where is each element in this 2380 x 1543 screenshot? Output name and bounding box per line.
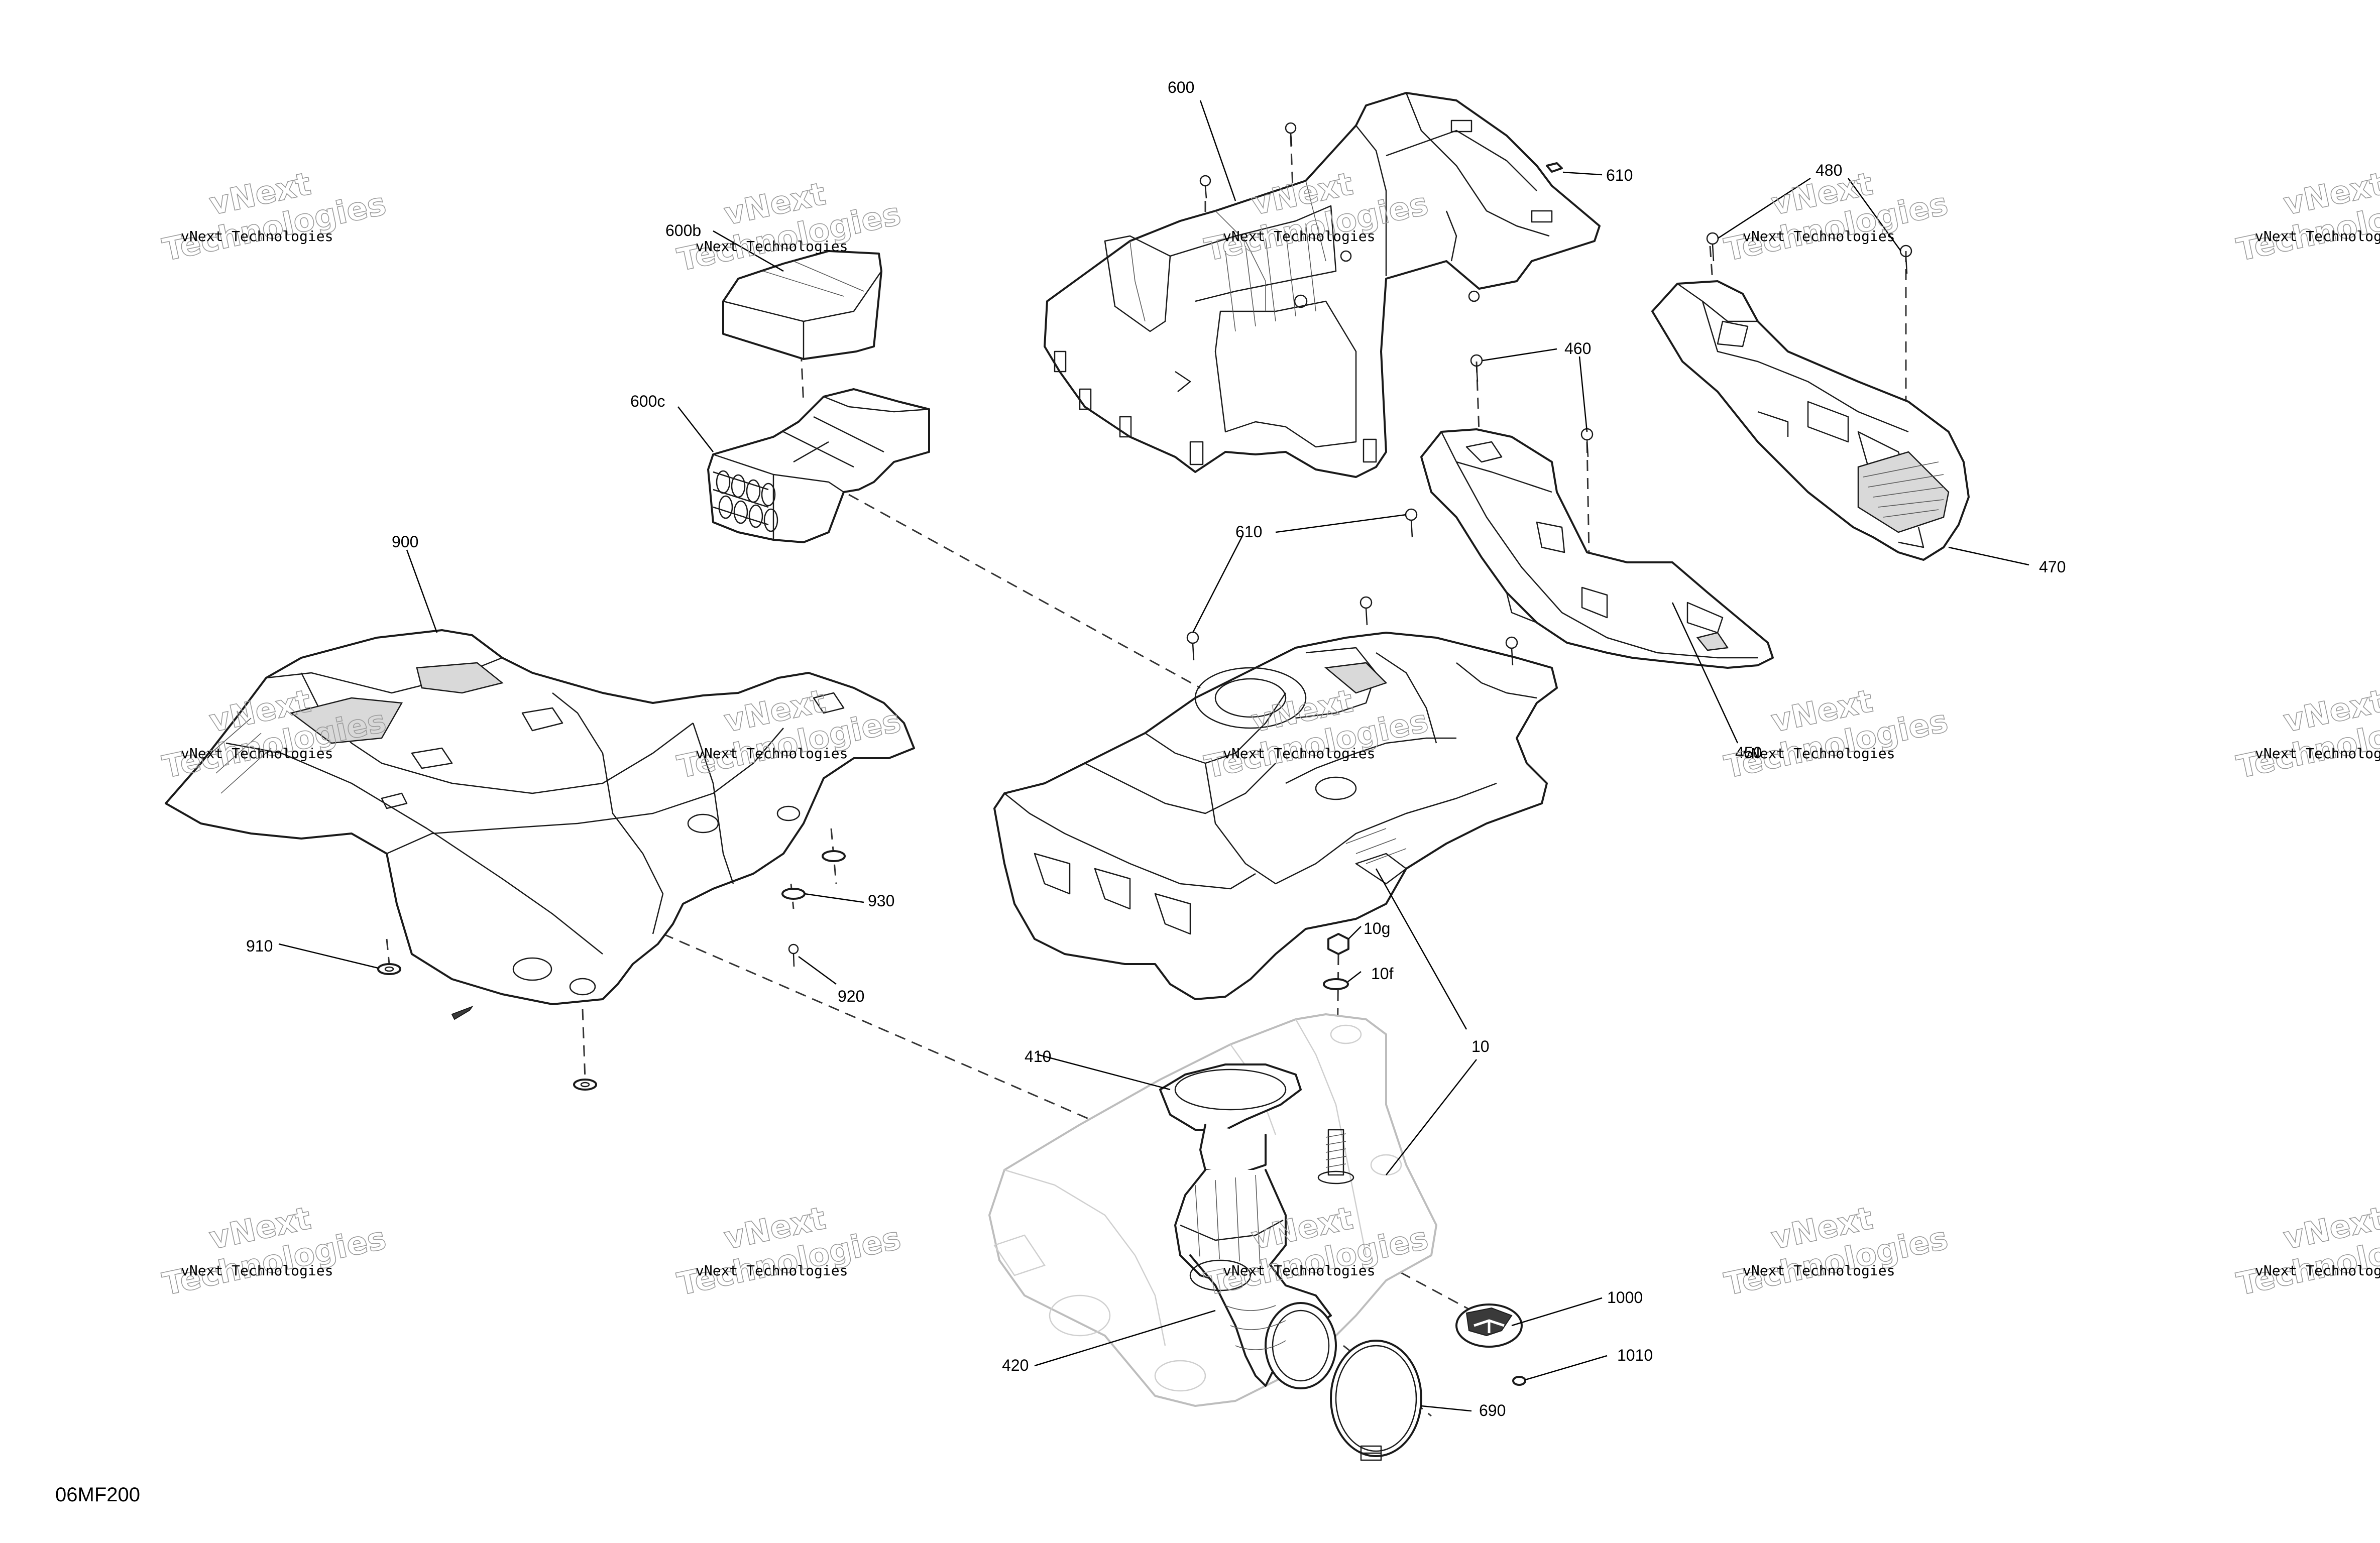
- watermark-1: vNext Technologies vNext Technologies: [159, 165, 390, 269]
- screw-920: [788, 943, 799, 967]
- callout-910: 910: [246, 937, 273, 955]
- screw-610-d: [1505, 636, 1518, 666]
- callout-labels: 600 610 480 600b 600c 460 470 900 610 45…: [246, 78, 2066, 1419]
- callout-600: 600: [1168, 78, 1194, 96]
- screw-610-top-1: [1546, 162, 1563, 173]
- washer-10f: [1323, 978, 1349, 990]
- svg-text:vNext Technologies: vNext Technologies: [181, 228, 333, 245]
- part-900-lower-cover: [165, 629, 915, 1020]
- callout-690: 690: [1479, 1401, 1506, 1419]
- svg-text:vNext Technologies: vNext Technologies: [696, 238, 848, 255]
- svg-text:vNext Technologies: vNext Technologies: [1743, 1262, 1895, 1279]
- callout-470: 470: [2039, 558, 2066, 576]
- screw-610-b: [1186, 631, 1199, 661]
- part-1000-drain-cap: [1455, 1303, 1523, 1348]
- part-600c-filter-frame: [707, 388, 930, 543]
- svg-text:vNext Technologies: vNext Technologies: [2255, 1262, 2380, 1279]
- part-690-clamp: [1330, 1340, 1422, 1461]
- screw-480-a: [1706, 232, 1719, 262]
- screw-610-c: [1359, 596, 1373, 626]
- nut-1010: [1512, 1376, 1526, 1386]
- part-470-side-panel-right: [1651, 280, 1970, 561]
- callout-410: 410: [1025, 1047, 1051, 1065]
- callout-420: 420: [1002, 1356, 1029, 1374]
- screw-460-a: [1470, 354, 1483, 382]
- callout-930: 930: [868, 892, 894, 910]
- svg-text:vNext Technologies: vNext Technologies: [2255, 745, 2380, 762]
- callout-480: 480: [1816, 161, 1842, 179]
- watermark-12: vNext Technologies vNext Technologies: [674, 1199, 904, 1303]
- svg-text:vNext Technologies: vNext Technologies: [2255, 228, 2380, 245]
- fasteners: [377, 122, 1912, 1386]
- part-600-upper-airbox: [1044, 92, 1601, 478]
- callout-900: 900: [392, 533, 418, 551]
- svg-text:vNext Technologies: vNext Technologies: [181, 1262, 333, 1279]
- svg-text:vNext Technologies: vNext Technologies: [1743, 228, 1895, 245]
- washer-930: [781, 888, 806, 900]
- callout-1000: 1000: [1607, 1288, 1643, 1307]
- watermark-15: vNext Technologies vNext Technologies: [2233, 1199, 2380, 1303]
- callout-450: 450: [1735, 744, 1762, 762]
- watermark-11: vNext Technologies vNext Technologies: [159, 1199, 390, 1303]
- callout-10f: 10f: [1371, 965, 1394, 983]
- callout-610-top: 610: [1606, 166, 1633, 184]
- svg-text:vNext Technologies: vNext Technologies: [1743, 745, 1895, 762]
- callout-610-mid: 610: [1235, 523, 1262, 541]
- grommet-930-upper: [822, 850, 846, 862]
- callout-600c: 600c: [630, 392, 665, 410]
- part-10-airbox-base: [993, 632, 1558, 1000]
- watermark-10: vNext Technologies vNext Technologies: [2233, 682, 2380, 786]
- screw-600-a: [1285, 122, 1297, 146]
- nut-10g: [1327, 933, 1349, 955]
- svg-text:vNext Technologies: vNext Technologies: [696, 745, 848, 762]
- leader-lines: [278, 100, 2029, 1412]
- screw-610-a: [1405, 508, 1418, 538]
- document-id: 06MF200: [55, 1484, 140, 1506]
- watermark-14: vNext Technologies vNext Technologies: [1721, 1199, 1952, 1303]
- callout-1010: 1010: [1617, 1346, 1653, 1364]
- callout-10: 10: [1471, 1037, 1490, 1055]
- part-410-intake-funnel: [1159, 1063, 1302, 1286]
- part-600b-filter-pad: [722, 250, 882, 360]
- part-10-spring-post: [1317, 1129, 1354, 1184]
- part-450-side-panel-left: [1420, 428, 1774, 669]
- svg-text:vNext Technologies: vNext Technologies: [1223, 1262, 1375, 1279]
- svg-text:vNext Technologies: vNext Technologies: [1223, 745, 1375, 762]
- callout-600b: 600b: [665, 221, 701, 240]
- svg-text:vNext Technologies: vNext Technologies: [181, 745, 333, 762]
- svg-text:vNext Technologies: vNext Technologies: [1223, 228, 1375, 245]
- callout-920: 920: [838, 987, 864, 1005]
- svg-text:vNext Technologies: vNext Technologies: [696, 1262, 848, 1279]
- watermark-5: vNext Technologies vNext Technologies: [2233, 165, 2380, 269]
- watermark-9: vNext Technologies vNext Technologies: [1721, 682, 1952, 786]
- grommet-910: [377, 963, 401, 975]
- callout-10g: 10g: [1364, 919, 1390, 937]
- callout-460: 460: [1564, 339, 1591, 358]
- grommet-lower: [573, 1079, 597, 1091]
- screw-600-b: [1199, 175, 1211, 199]
- part-420-elbow-duct: [1189, 1254, 1337, 1389]
